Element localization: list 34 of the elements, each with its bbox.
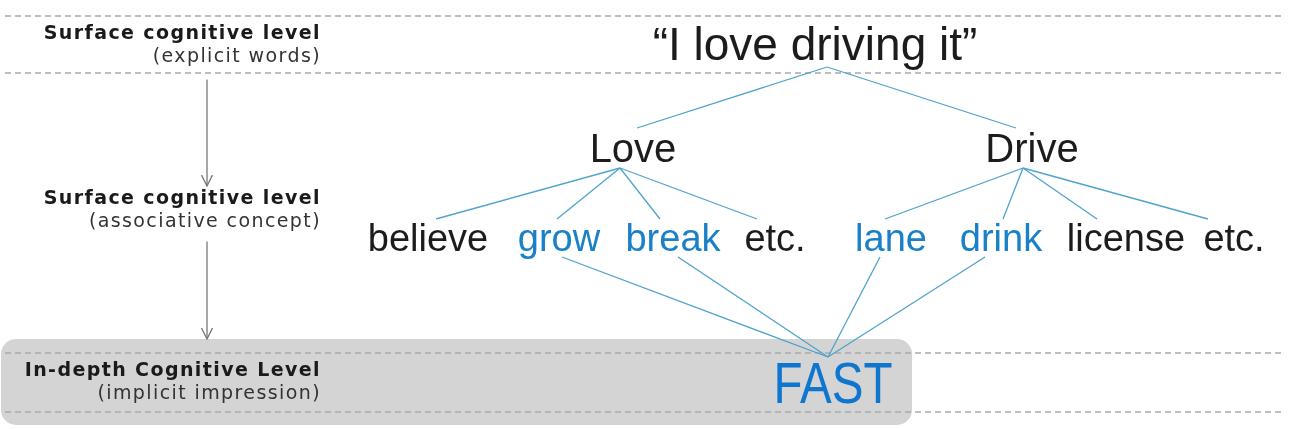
level-band xyxy=(1,339,912,425)
impression-word: FAST xyxy=(773,357,893,410)
connector-line xyxy=(1022,167,1098,220)
level-subtitle: (explicit words) xyxy=(151,43,321,67)
connector-line xyxy=(884,167,1024,220)
associated-word: believe xyxy=(367,219,489,257)
associated-word: license xyxy=(1066,219,1186,257)
arrow xyxy=(200,78,214,187)
associated-word: drink xyxy=(959,219,1043,257)
connector-line xyxy=(561,256,829,358)
connector-line xyxy=(556,167,621,220)
connector-line xyxy=(435,167,621,220)
associated-word: etc. xyxy=(744,219,806,257)
arrow xyxy=(200,240,214,340)
connector-line xyxy=(827,256,986,358)
level-title: Surface cognitive level xyxy=(43,186,321,209)
connector-line xyxy=(827,256,881,358)
concept-word: Love xyxy=(589,128,677,168)
connector-line xyxy=(1022,167,1209,220)
associated-word: etc. xyxy=(1203,219,1265,257)
associated-word: break xyxy=(625,219,721,257)
connector-line xyxy=(619,167,661,220)
connector-line xyxy=(636,66,828,129)
level-subtitle: (implicit impression) xyxy=(96,380,321,404)
connector-line xyxy=(826,66,1017,129)
connector-line xyxy=(1002,167,1024,220)
connector-line xyxy=(619,167,758,220)
connector-line xyxy=(677,256,829,358)
concept-word: Drive xyxy=(985,128,1079,168)
associated-word: grow xyxy=(517,219,601,257)
level-subtitle: (associative concept) xyxy=(87,208,321,232)
level-title: Surface cognitive level xyxy=(43,21,321,44)
level-title: In-depth Cognitive Level xyxy=(24,358,321,381)
associated-word: lane xyxy=(855,219,927,257)
